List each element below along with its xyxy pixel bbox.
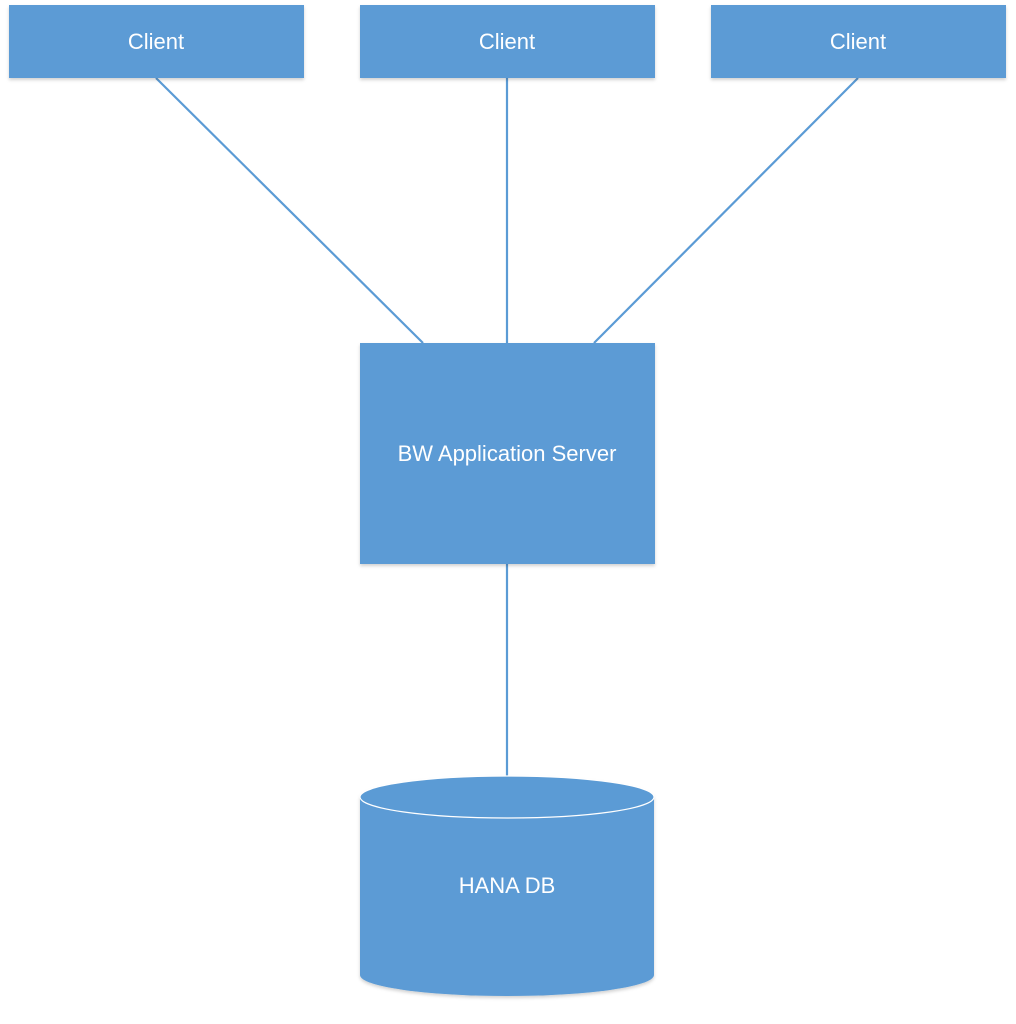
client-node-2: Client [360, 5, 655, 78]
client-label: Client [830, 29, 886, 54]
connectors [155, 77, 859, 776]
database-label: HANA DB [459, 873, 556, 898]
client-label: Client [479, 29, 535, 54]
client-box [711, 5, 1006, 78]
app-server-box [360, 343, 655, 564]
client-box [360, 5, 655, 78]
connector-client-1-to-server [155, 77, 424, 344]
database-node: HANA DB [359, 775, 655, 996]
client-node-3: Client [711, 5, 1006, 78]
database-cylinder-top [359, 775, 655, 819]
client-node-1: Client [9, 5, 304, 78]
client-label: Client [128, 29, 184, 54]
app-server-node: BW Application Server [360, 343, 655, 564]
connector-client-3-to-server [593, 77, 859, 344]
database-cylinder-body [360, 776, 654, 996]
client-box [9, 5, 304, 78]
app-server-label: BW Application Server [398, 441, 617, 466]
